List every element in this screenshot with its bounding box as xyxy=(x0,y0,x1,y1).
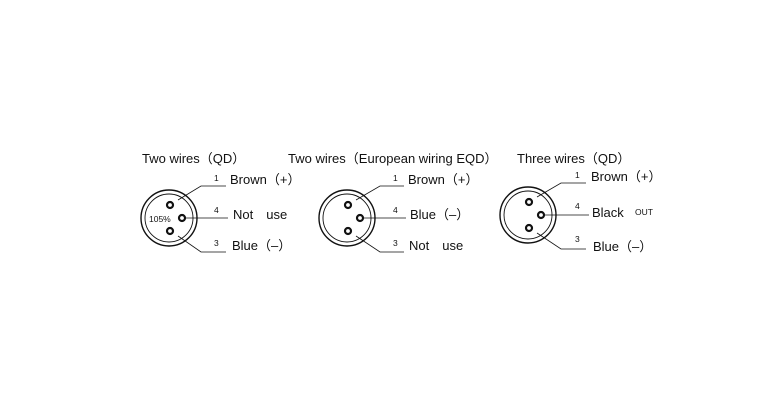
pin-number: 3 xyxy=(393,238,398,248)
pin-4 xyxy=(177,213,187,223)
connector-two-wires-qd: Two wires（QD） 105% 1 Brown（+） 4 Not use … xyxy=(140,151,300,253)
lead-line-pin-3 xyxy=(536,232,586,250)
connector-two-wires-eqd: Two wires（European wiring EQD） 1 Brown（+… xyxy=(288,151,498,253)
pin-label: Brown（+） xyxy=(408,172,478,187)
pin-1 xyxy=(524,197,534,207)
pin-label-suffix: OUT xyxy=(635,207,653,217)
pin-label: Black xyxy=(592,205,624,220)
lead-line-pin-3 xyxy=(355,235,404,253)
pin-3 xyxy=(165,226,175,236)
connector-title: Two wires（QD） xyxy=(142,151,245,166)
lead-line-pin-1 xyxy=(355,185,404,201)
lead-line-pin-1 xyxy=(536,182,586,198)
lead-line-pin-3 xyxy=(177,235,226,253)
connector-title: Two wires（European wiring EQD） xyxy=(288,151,498,166)
pin-number: 3 xyxy=(575,234,580,244)
connector-three-wires-qd: Three wires（QD） 1 Brown（+） 4 Black OUT 3… xyxy=(499,151,661,254)
pin-number: 4 xyxy=(214,205,219,215)
pin-label: Blue（–） xyxy=(593,239,652,254)
pin-number: 1 xyxy=(393,173,398,183)
connector-title: Three wires（QD） xyxy=(517,151,630,166)
pin-label: Blue（–） xyxy=(410,207,469,222)
pin-label: Blue（–） xyxy=(232,238,291,253)
pin-label: Not use xyxy=(409,238,463,253)
pin-label: Not use xyxy=(233,207,287,222)
lead-line-pin-1 xyxy=(177,185,226,201)
pin-3 xyxy=(524,223,534,233)
pin-number: 4 xyxy=(393,205,398,215)
center-label: 105% xyxy=(149,214,171,224)
pin-4 xyxy=(355,213,365,223)
pin-number: 3 xyxy=(214,238,219,248)
pin-number: 1 xyxy=(214,173,219,183)
pin-1 xyxy=(343,200,353,210)
pin-3 xyxy=(343,226,353,236)
pin-number: 1 xyxy=(575,170,580,180)
pin-number: 4 xyxy=(575,201,580,211)
pin-1 xyxy=(165,200,175,210)
pin-label: Brown（+） xyxy=(230,172,300,187)
pin-label: Brown（+） xyxy=(591,169,661,184)
pin-4 xyxy=(536,210,546,220)
